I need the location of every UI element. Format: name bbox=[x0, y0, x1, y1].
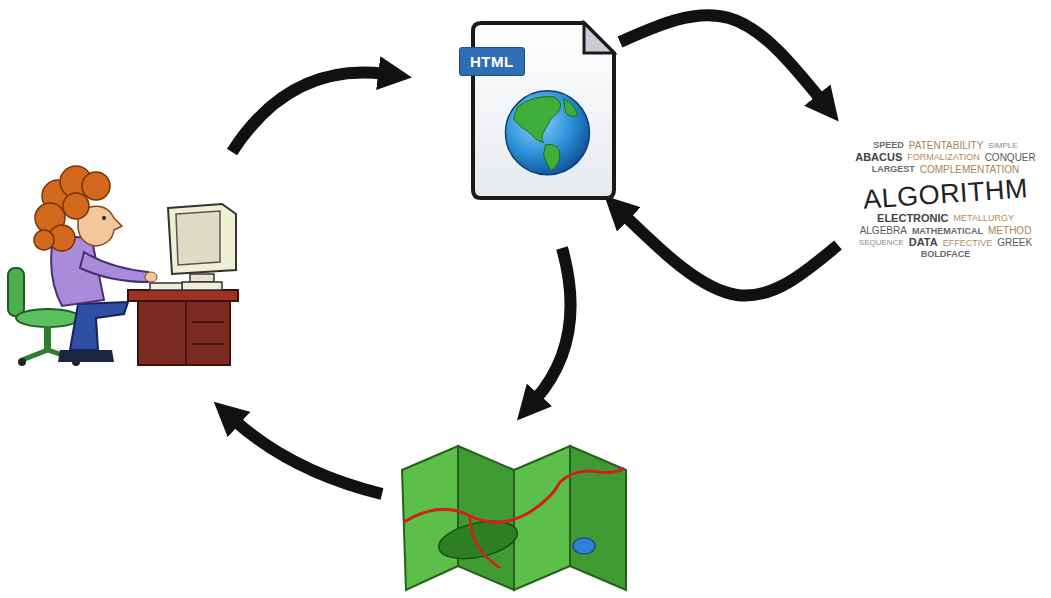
globe-land bbox=[544, 144, 560, 170]
person bbox=[80, 252, 148, 282]
cloud-word: ELECTRONIC bbox=[877, 213, 949, 225]
chair bbox=[16, 309, 80, 327]
person bbox=[63, 193, 89, 219]
cloud-word: CONQUER bbox=[985, 153, 1036, 164]
cloud-word: EFFECTIVE bbox=[943, 239, 993, 248]
cloud-title-word: ALGORITHM bbox=[853, 174, 1038, 215]
person bbox=[70, 302, 128, 350]
person bbox=[102, 216, 106, 220]
desk bbox=[138, 301, 230, 365]
cloud-word: LARGEST bbox=[872, 165, 915, 174]
cloud-word: METALLURGY bbox=[954, 214, 1014, 223]
computer-monitor bbox=[190, 274, 214, 282]
folded-map bbox=[402, 446, 626, 590]
desk bbox=[128, 290, 238, 301]
cloud-word: ALGEBRA bbox=[860, 226, 907, 237]
person bbox=[34, 166, 110, 251]
globe-icon bbox=[506, 91, 590, 175]
cloud-word: GREEK bbox=[997, 238, 1032, 249]
cycle-arrow bbox=[624, 215, 838, 296]
computer-monitor bbox=[150, 204, 236, 290]
desk bbox=[192, 321, 224, 323]
computer-monitor bbox=[182, 282, 222, 290]
computer-monitor bbox=[150, 283, 182, 290]
folded-map bbox=[458, 446, 514, 590]
person-at-computer bbox=[8, 166, 238, 366]
cycle-arrows bbox=[232, 73, 385, 152]
folded-map bbox=[435, 515, 520, 565]
cycle-arrow bbox=[620, 15, 822, 100]
folded-map bbox=[573, 538, 595, 554]
cloud-word: ABACUS bbox=[855, 152, 902, 164]
html-tab-label: HTML bbox=[459, 47, 525, 76]
cycle-arrows bbox=[535, 248, 571, 400]
algorithm-word-cloud: SPEED PATENTABILITY SIMPLE ABACUS FORMALIZAT… bbox=[838, 80, 1043, 320]
chair bbox=[44, 326, 51, 350]
globe-land bbox=[514, 97, 561, 143]
chair bbox=[8, 268, 24, 316]
document-fold bbox=[584, 23, 614, 53]
cloud-word: MATHEMATICAL bbox=[912, 227, 983, 236]
cloud-word: SEQUENCE bbox=[859, 239, 904, 247]
desk bbox=[185, 301, 187, 365]
folded-map bbox=[570, 446, 626, 590]
person bbox=[82, 172, 110, 200]
cycle-arrows bbox=[234, 420, 382, 494]
computer-monitor bbox=[176, 211, 220, 265]
desk bbox=[192, 343, 224, 345]
cloud-word: BOLDFACE bbox=[921, 250, 971, 259]
person bbox=[34, 166, 157, 362]
cloud-word: DATA bbox=[909, 237, 938, 249]
cloud-word: METHOD bbox=[988, 226, 1031, 237]
desk bbox=[128, 290, 238, 365]
cloud-word: SIMPLE bbox=[988, 142, 1017, 150]
globe-ocean bbox=[506, 91, 590, 175]
chair bbox=[18, 358, 26, 366]
globe-land bbox=[564, 99, 578, 117]
person bbox=[34, 230, 54, 250]
computer-monitor bbox=[168, 204, 236, 274]
folded-map bbox=[514, 446, 570, 590]
cloud-word: COMPLEMENTATION bbox=[920, 165, 1020, 176]
html-document-icon: HTML bbox=[455, 20, 620, 202]
folded-map bbox=[404, 468, 624, 522]
folded-map bbox=[470, 516, 500, 568]
person bbox=[145, 272, 157, 282]
cloud-word: PATENTABILITY bbox=[909, 141, 983, 152]
person bbox=[58, 350, 114, 362]
cloud-word: SPEED bbox=[873, 141, 904, 150]
cloud-word: FORMALIZATION bbox=[907, 153, 979, 162]
